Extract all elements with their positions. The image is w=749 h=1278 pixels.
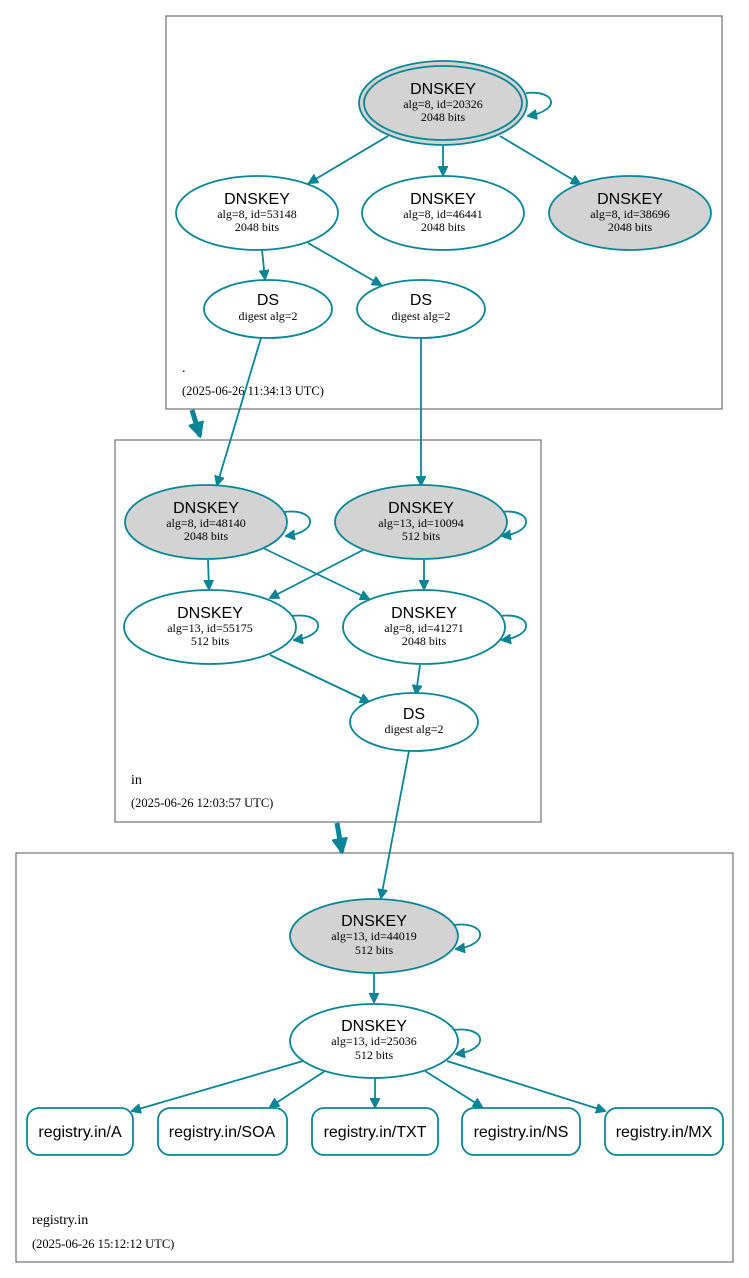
zone-in-timestamp: (2025-06-26 12:03:57 UTC) bbox=[131, 796, 273, 810]
node-in-zsk-41271: DNSKEY alg=8, id=41271 2048 bits bbox=[342, 589, 506, 665]
node-10094-type: DNSKEY bbox=[388, 500, 454, 517]
delegation-arrow-root-to-in bbox=[192, 409, 200, 436]
node-in-ds-a: DS digest alg=2 bbox=[203, 279, 333, 339]
node-10094-size: 512 bits bbox=[402, 529, 441, 543]
node-44019-type: DNSKEY bbox=[341, 913, 407, 930]
edge-10094-self bbox=[499, 510, 528, 536]
node-reg-ds-type: DS bbox=[403, 706, 425, 723]
node-ds-a-detail: digest alg=2 bbox=[238, 309, 297, 323]
rrset-ns: registry.in/NS bbox=[461, 1107, 581, 1156]
node-in-ksk-48140: DNSKEY alg=8, id=48140 2048 bits bbox=[124, 484, 288, 560]
node-38696-type: DNSKEY bbox=[597, 191, 663, 208]
node-root-zsk-53148: DNSKEY alg=8, id=53148 2048 bits bbox=[175, 175, 339, 251]
rrset-a: registry.in/A bbox=[26, 1107, 134, 1156]
node-44019-detail: alg=13, id=44019 bbox=[331, 929, 417, 943]
node-53148-detail: alg=8, id=53148 bbox=[217, 207, 297, 221]
rrset-txt: registry.in/TXT bbox=[311, 1107, 439, 1156]
edge-25036-to-mx bbox=[446, 1060, 605, 1111]
node-46441-type: DNSKEY bbox=[410, 191, 476, 208]
node-10094-detail: alg=13, id=10094 bbox=[378, 516, 464, 530]
node-root-ksk-inner bbox=[363, 65, 523, 141]
node-reg-ds-detail: digest alg=2 bbox=[384, 722, 443, 736]
node-root-ksk-type: DNSKEY bbox=[410, 81, 476, 98]
node-38696-detail: alg=8, id=38696 bbox=[590, 207, 670, 221]
node-in-ksk-10094: DNSKEY alg=13, id=10094 512 bits bbox=[334, 484, 508, 560]
zone-registry-name: registry.in bbox=[32, 1213, 88, 1228]
edge-48140-self bbox=[283, 510, 312, 536]
node-ds-a-type: DS bbox=[257, 292, 279, 309]
node-in-ds-b: DS digest alg=2 bbox=[356, 279, 486, 339]
edge-53148-to-ds-b bbox=[307, 242, 381, 285]
zone-root-name: . bbox=[182, 361, 186, 376]
node-48140-type: DNSKEY bbox=[173, 500, 239, 517]
node-41271-detail: alg=8, id=41271 bbox=[384, 621, 464, 635]
node-root-key-38696: DNSKEY alg=8, id=38696 2048 bits bbox=[548, 175, 712, 251]
edge-root-ksk-to-38696 bbox=[499, 135, 580, 184]
node-46441-detail: alg=8, id=46441 bbox=[403, 207, 483, 221]
node-41271-type: DNSKEY bbox=[391, 605, 457, 622]
edge-25036-to-ns bbox=[424, 1070, 482, 1107]
edge-reg-ds-to-44019 bbox=[381, 750, 410, 898]
delegation-arrow-in-to-registry bbox=[337, 822, 342, 852]
edge-25036-to-soa bbox=[270, 1070, 326, 1107]
node-48140-size: 2048 bits bbox=[184, 529, 229, 543]
edge-root-ksk-to-53148 bbox=[309, 135, 389, 183]
node-ds-b-detail: digest alg=2 bbox=[391, 309, 450, 323]
zone-root-timestamp: (2025-06-26 11:34:13 UTC) bbox=[182, 384, 324, 398]
node-48140-detail: alg=8, id=48140 bbox=[166, 516, 246, 530]
node-55175-detail: alg=13, id=55175 bbox=[167, 621, 253, 635]
zone-in-name: in bbox=[131, 773, 142, 788]
edge-44019-self bbox=[453, 923, 482, 949]
node-53148-type: DNSKEY bbox=[224, 191, 290, 208]
edges bbox=[132, 91, 605, 1111]
rrset-mx: registry.in/MX bbox=[604, 1107, 724, 1156]
rrset-soa-label: registry.in/SOA bbox=[169, 1124, 276, 1141]
edge-41271-to-reg-ds bbox=[416, 664, 420, 694]
node-root-zsk-46441: DNSKEY alg=8, id=46441 2048 bits bbox=[361, 175, 525, 251]
edge-ds-a-to-48140 bbox=[217, 337, 262, 485]
rrset-mx-label: registry.in/MX bbox=[616, 1124, 713, 1141]
edge-53148-to-ds-a bbox=[262, 249, 265, 279]
node-44019-size: 512 bits bbox=[355, 943, 394, 957]
zone-registry-timestamp: (2025-06-26 15:12:12 UTC) bbox=[32, 1237, 174, 1251]
node-reg-ksk-44019: DNSKEY alg=13, id=44019 512 bits bbox=[289, 898, 459, 974]
node-53148-size: 2048 bits bbox=[235, 220, 280, 234]
edge-41271-self bbox=[499, 614, 528, 640]
node-55175-size: 512 bits bbox=[191, 634, 230, 648]
edge-55175-to-reg-ds bbox=[269, 654, 369, 702]
node-25036-detail: alg=13, id=25036 bbox=[331, 1034, 417, 1048]
node-root-ksk-size: 2048 bits bbox=[421, 110, 466, 124]
node-25036-type: DNSKEY bbox=[341, 1018, 407, 1035]
edge-root-ksk-self bbox=[525, 91, 552, 116]
node-root-ksk-detail: alg=8, id=20326 bbox=[403, 97, 483, 111]
rrset-a-label: registry.in/A bbox=[38, 1124, 122, 1141]
node-root-ksk: DNSKEY alg=8, id=20326 2048 bits bbox=[358, 60, 528, 146]
rrset-ns-label: registry.in/NS bbox=[474, 1124, 569, 1141]
node-46441-size: 2048 bits bbox=[421, 220, 466, 234]
node-in-zsk-55175: DNSKEY alg=13, id=55175 512 bits bbox=[123, 589, 297, 665]
edge-25036-to-a bbox=[132, 1060, 304, 1111]
edge-55175-self bbox=[291, 614, 320, 640]
node-38696-size: 2048 bits bbox=[608, 220, 653, 234]
edge-10094-to-55175 bbox=[270, 549, 364, 598]
node-55175-type: DNSKEY bbox=[177, 605, 243, 622]
node-41271-size: 2048 bits bbox=[402, 634, 447, 648]
edge-25036-self bbox=[453, 1028, 482, 1054]
node-reg-ds: DS digest alg=2 bbox=[349, 692, 479, 752]
edge-48140-to-55175 bbox=[208, 559, 209, 589]
node-25036-size: 512 bits bbox=[355, 1048, 394, 1062]
rrset-txt-label: registry.in/TXT bbox=[324, 1124, 427, 1141]
node-reg-zsk-25036: DNSKEY alg=13, id=25036 512 bits bbox=[289, 1003, 459, 1079]
node-ds-b-type: DS bbox=[410, 292, 432, 309]
rrset-soa: registry.in/SOA bbox=[157, 1107, 288, 1156]
